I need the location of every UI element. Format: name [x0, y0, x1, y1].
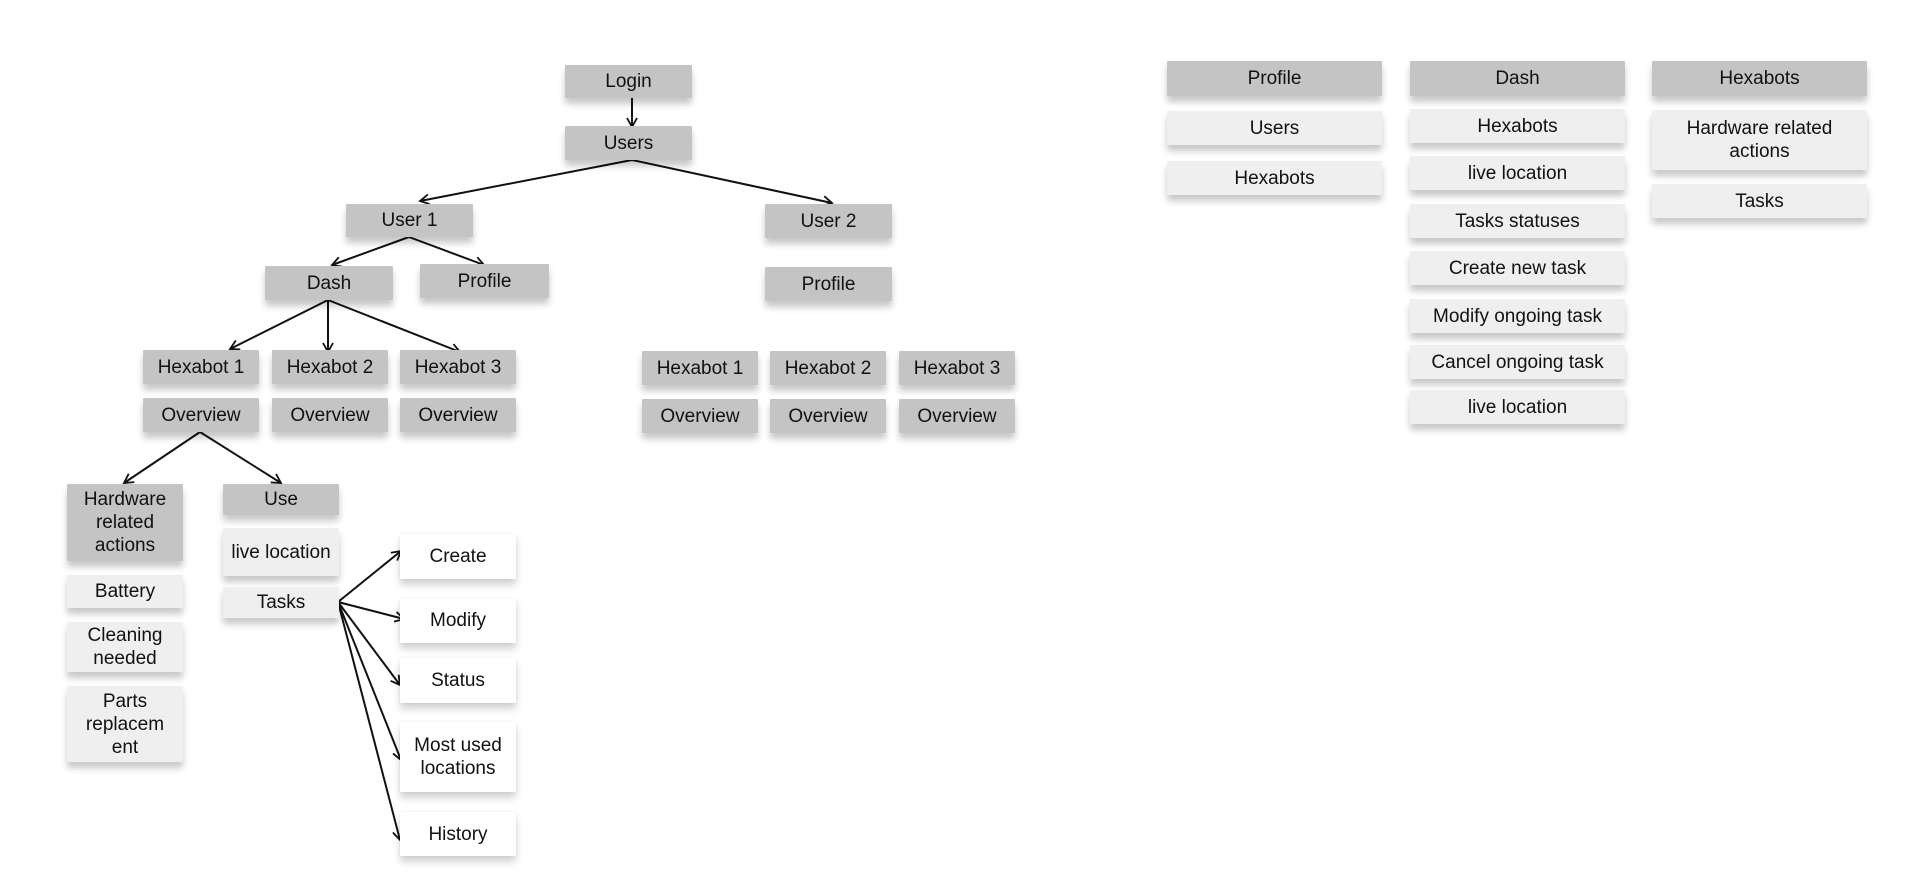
arrow-dash-hexabot1	[228, 299, 329, 351]
column-profile-item: Users	[1167, 111, 1382, 145]
user1-hexabot1-overview: Overview	[143, 398, 259, 432]
column-profile-title: Profile	[1167, 61, 1382, 96]
user2-hexabot1-overview: Overview	[642, 399, 758, 433]
hardware-actions-node: Hardware related actions	[67, 484, 183, 561]
column-dash-item: Hexabots	[1410, 109, 1625, 143]
battery-item: Battery	[67, 575, 183, 608]
task-create-node: Create	[400, 534, 516, 579]
column-dash-item: Tasks statuses	[1410, 204, 1625, 238]
task-most-used-locations-node: Most used locations	[400, 722, 516, 792]
parts-replacement-item: Parts replacem ent	[67, 686, 183, 762]
arrow-user1-dash	[330, 236, 410, 268]
arrow-tasks-status	[337, 601, 402, 687]
arrow-tasks-history	[337, 601, 404, 842]
login-node: Login	[565, 65, 692, 98]
arrow-tasks-modify	[337, 601, 406, 623]
task-modify-node: Modify	[400, 598, 516, 643]
column-hexabots-title: Hexabots	[1652, 61, 1867, 96]
live-location-item: live location	[223, 528, 339, 576]
arrow-overview-use	[199, 431, 283, 484]
user2-hexabot2-overview: Overview	[770, 399, 886, 433]
column-dash-title: Dash	[1410, 61, 1625, 96]
user1-hexabot3-overview: Overview	[400, 398, 516, 432]
column-hexabots-item: Hardware related actions	[1652, 110, 1867, 170]
user2-hexabot3-node: Hexabot 3	[899, 351, 1015, 385]
cleaning-needed-item: Cleaning needed	[67, 622, 183, 672]
user1-node: User 1	[346, 204, 473, 237]
column-dash-item: live location	[1410, 156, 1625, 190]
user1-dash-node: Dash	[265, 266, 393, 300]
users-node: Users	[565, 126, 692, 160]
use-node: Use	[223, 484, 339, 515]
arrow-users-user2	[631, 159, 834, 207]
arrow-tasks-mostused	[337, 601, 404, 762]
user2-profile-node: Profile	[765, 267, 892, 301]
arrow-users-user1	[418, 159, 633, 206]
column-dash-item: Cancel ongoing task	[1410, 345, 1625, 379]
column-dash-item: Create new task	[1410, 251, 1625, 285]
column-hexabots-item: Tasks	[1652, 184, 1867, 218]
arrow-user1-profile	[408, 236, 486, 268]
user2-hexabot3-overview: Overview	[899, 399, 1015, 433]
user1-hexabot3-node: Hexabot 3	[400, 350, 516, 384]
arrow-tasks-create	[337, 549, 403, 603]
column-dash-item: Modify ongoing task	[1410, 299, 1625, 333]
user1-hexabot1-node: Hexabot 1	[143, 350, 259, 384]
column-profile-item: Hexabots	[1167, 161, 1382, 195]
column-dash-item: live location	[1410, 390, 1625, 424]
task-history-node: History	[400, 812, 516, 856]
user1-hexabot2-overview: Overview	[272, 398, 388, 432]
tasks-item: Tasks	[223, 587, 339, 618]
user2-node: User 2	[765, 204, 892, 238]
user1-hexabot2-node: Hexabot 2	[272, 350, 388, 384]
task-status-node: Status	[400, 658, 516, 703]
arrow-dash-hexabot3	[327, 299, 462, 355]
user1-profile-node: Profile	[420, 264, 549, 298]
user2-hexabot2-node: Hexabot 2	[770, 351, 886, 385]
user2-hexabot1-node: Hexabot 1	[642, 351, 758, 385]
arrow-overview-hardware	[122, 431, 201, 485]
